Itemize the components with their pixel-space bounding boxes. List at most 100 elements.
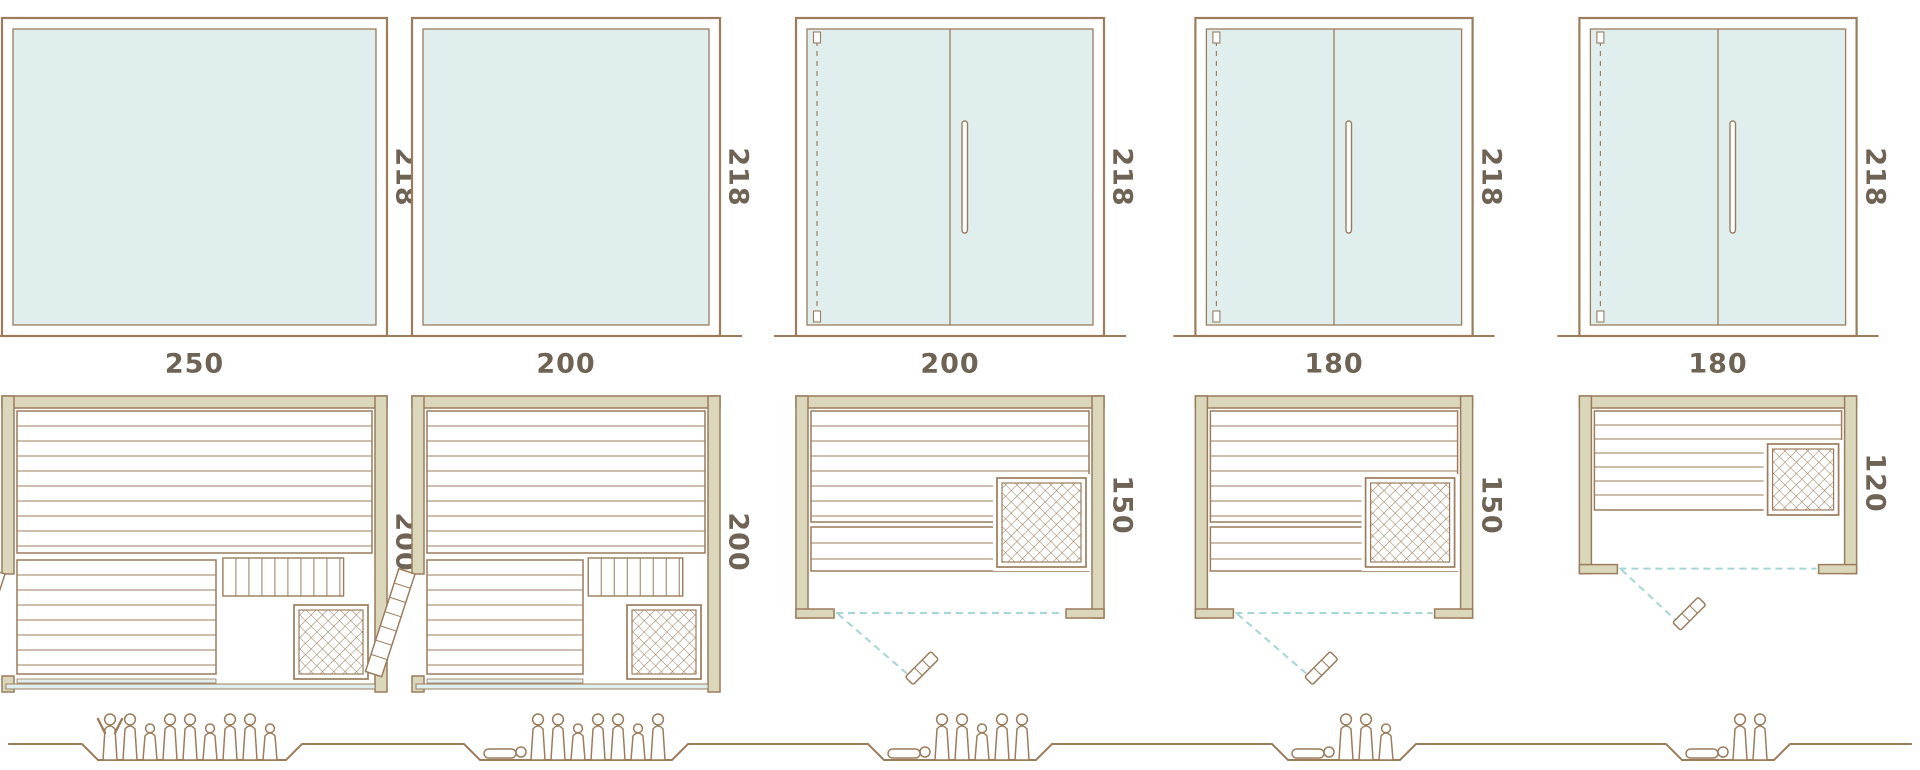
elevation-drawing [390,16,742,338]
plan-drawing [1578,395,1858,631]
person-head [976,723,988,734]
person-icon [1358,725,1374,761]
person-icon [570,732,586,761]
person-head [1015,713,1029,726]
plan-drawing [364,395,721,693]
depth-dimension: 150 [1475,475,1507,535]
person-icon [934,725,950,761]
left-wall [795,395,809,619]
plan-drawing [1194,395,1474,685]
person-head [123,713,137,726]
raised-arms [96,717,124,735]
person-icon [1378,732,1394,761]
open-door-leaf-icon [0,567,6,678]
person-head [204,723,216,734]
width-dimension: 200 [920,348,980,380]
height-dimension: 218 [722,147,754,207]
person-head [183,713,197,726]
elevation-drawing [774,16,1126,338]
capacity-group-3 [887,713,1030,761]
depth-dimension: 200 [722,512,754,572]
open-door-leaf-icon [364,567,416,678]
person-icon [122,725,138,761]
reclining-person-icon [1685,748,1719,759]
capacity-group-4 [1291,713,1394,761]
person-head [651,713,665,726]
person-icon [630,732,646,761]
person-icon [1014,725,1030,761]
person-head [572,723,584,734]
bench [426,559,584,675]
person-icon [162,725,178,761]
reclining-person-icon [887,748,921,759]
plan-drawing [795,395,1105,685]
door-swing-line [1620,568,1681,625]
person-icon [1732,725,1748,761]
person-head [264,723,276,734]
person-head [1733,713,1747,726]
width-dimension: 250 [164,348,225,380]
capacity-group-5 [1685,713,1768,761]
person-icon [1752,725,1768,761]
door-handle-icon [1729,120,1737,234]
front-stub-right [1817,563,1858,575]
person-head [223,713,237,726]
bench [16,410,373,554]
heater-hatch [1370,482,1451,563]
person-head [632,723,644,734]
person-icon [590,725,606,761]
bench [426,410,706,554]
height-dimension: 218 [1475,147,1507,207]
width-dimension: 200 [536,348,596,380]
person-icon [954,725,970,761]
capacity-strip [8,713,1912,761]
height-dimension: 218 [1106,147,1138,207]
front-stub-left [1194,608,1235,619]
door-handle-icon [961,120,969,234]
person-head [1753,713,1767,726]
person-icon [222,725,238,761]
back-wall [1,395,388,409]
width-dimension: 180 [1304,348,1364,380]
right-wall [707,395,721,693]
person-head [531,713,545,726]
floor-strip [426,678,584,684]
model-column-1: 218 250 200 [0,0,421,770]
person-icon [242,725,258,761]
person-icon [530,725,546,761]
heater-hatch [1772,448,1835,511]
person-icon [650,725,666,761]
left-wall [1194,395,1209,619]
door-swing-line [837,613,913,679]
width-dimension: 180 [1688,348,1748,380]
person-head [144,723,156,734]
left-wall [1578,395,1593,575]
backrest-planks [222,557,345,597]
back-wall [411,395,721,409]
front-stub-left [795,608,835,619]
person-icon [142,732,158,761]
person-head [591,713,605,726]
front-glass [5,683,376,690]
model-column-3: 218 200 150 [768,0,1152,770]
back-wall [795,395,1105,409]
open-door-leaf-icon [1672,597,1706,631]
open-door-leaf-icon [1304,651,1338,685]
person-icon [182,725,198,761]
hinge-top-icon [1596,31,1605,44]
plan-drawing [0,395,388,693]
person-head [515,746,527,758]
person-icon [974,732,990,761]
heater-hatch [1001,482,1082,563]
door-swing-line [1236,613,1313,679]
person-head [611,713,625,726]
person-icon [610,725,626,761]
hinge-top-icon [812,31,822,44]
person-head [1717,746,1729,758]
person-head [551,713,565,726]
floor-strip [16,678,217,684]
capacity-group-2 [483,713,666,761]
person-head [163,713,177,726]
right-wall [1091,395,1105,619]
